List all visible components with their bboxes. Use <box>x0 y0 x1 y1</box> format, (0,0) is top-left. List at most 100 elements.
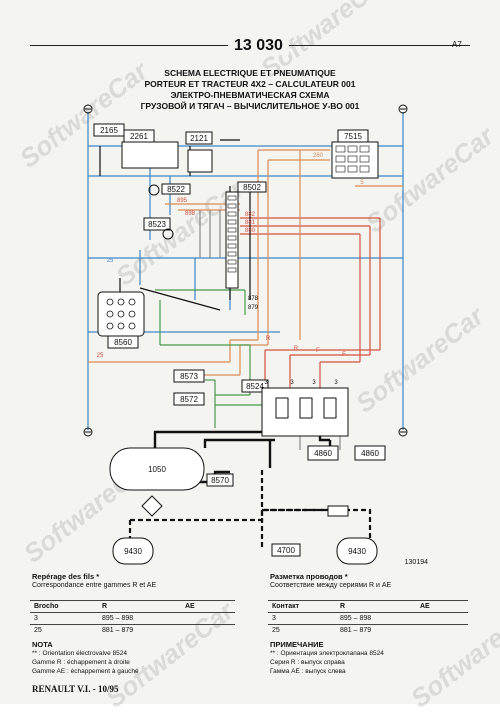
left-note-heading: NOTA <box>32 640 53 649</box>
title-line-1: SCHEMA ELECTRIQUE ET PNEUMATIQUE <box>164 68 336 78</box>
left-table-title: Repérage des fils * <box>32 572 100 581</box>
right-note-line: Серия R : выпуск справа <box>270 659 345 666</box>
label-8524: 8524 <box>246 382 264 391</box>
red-wiring <box>240 217 381 398</box>
wire-label: F <box>316 348 320 354</box>
table-cell: 3 <box>268 612 336 625</box>
left-wire-table: Brocho R AE 3 895 – 898 25 881 – 879 <box>30 600 235 636</box>
component-4860-b <box>354 445 386 461</box>
component-8523 <box>143 217 171 231</box>
wire-label: 881 <box>245 220 256 226</box>
table-cell: 3 <box>30 612 98 625</box>
component-8570 <box>206 473 234 487</box>
title-line-2: PORTEUR ET TRACTEUR 4X2 – CALCULATEUR 00… <box>144 79 356 89</box>
left-note-line: Gamme AE : échappement à gauche <box>32 668 139 675</box>
column-header: Контакт <box>268 600 336 613</box>
label-9430-left: 9430 <box>124 547 142 556</box>
wire-label: R <box>294 346 299 352</box>
switch-block <box>187 149 213 173</box>
label-8560: 8560 <box>114 338 132 347</box>
component-2121 <box>185 131 213 145</box>
title-line-4: ГРУЗОВОЙ И ТЯГАЧ – ВЫЧИСЛИТЕЛЬНОЕ У-ВО 0… <box>140 101 360 111</box>
blue-wiring <box>87 112 404 430</box>
right-note-heading: ПРИМЕЧАНИЕ <box>270 640 324 649</box>
brake-chamber-left <box>112 537 154 565</box>
table-row: 3 895 – 898 <box>268 612 468 625</box>
wire-label: 879 <box>248 305 259 311</box>
ground-symbols <box>83 104 408 437</box>
title-line-3: ЭЛЕКТРО-ПНЕВМАТИЧЕСКАЯ СХЕМА <box>170 90 330 100</box>
label-9430-right: 9430 <box>348 547 366 556</box>
table-header-row: Brocho R AE <box>30 600 235 613</box>
component-4860-a <box>307 445 339 461</box>
label-2165: 2165 <box>100 126 118 135</box>
wire-label: 3 <box>334 380 338 386</box>
table-row: 25 881 – 879 <box>268 624 468 636</box>
left-table-subtitle: Correspondance entre gammes R et AE <box>32 582 157 589</box>
label-1050: 1050 <box>148 465 166 474</box>
valve-internals <box>275 397 337 419</box>
label-8573: 8573 <box>180 372 198 381</box>
wire-label: 878 <box>248 296 259 302</box>
label-2121: 2121 <box>190 134 208 143</box>
table-cell: 881 – 879 <box>336 624 416 636</box>
table-row: 3 895 – 898 <box>30 612 235 625</box>
column-header: AE <box>416 600 468 613</box>
component-8502 <box>237 181 267 193</box>
wire-label: 25 <box>97 353 104 359</box>
component-8572 <box>173 392 205 406</box>
wire-label: 5 <box>360 180 364 186</box>
label-8572: 8572 <box>180 395 198 404</box>
table-row: 25 881 – 879 <box>30 624 235 636</box>
column-header: Brocho <box>30 600 98 613</box>
wire-label: 895 <box>177 198 188 204</box>
wire-label: F <box>342 352 346 358</box>
component-8522 <box>161 183 191 195</box>
component-8560 <box>107 335 139 349</box>
drawing-reference: 130194 <box>405 559 428 566</box>
table-cell: 25 <box>30 624 98 636</box>
wire-label: 3 <box>290 380 294 386</box>
table-cell: 881 – 879 <box>98 624 181 636</box>
left-note-line: ** : Orientation électrovalve 8524 <box>32 650 128 657</box>
connector-pins <box>106 298 136 330</box>
label-8522: 8522 <box>167 185 185 194</box>
label-8502: 8502 <box>243 183 261 192</box>
corner-ref: A7 <box>452 40 462 49</box>
table-cell <box>416 624 468 636</box>
right-table-subtitle: Соответствие между сериями R и AE <box>270 582 392 589</box>
table-cell: 895 – 898 <box>336 612 416 625</box>
label-4700: 4700 <box>277 546 295 555</box>
label-8570: 8570 <box>211 476 229 485</box>
table-cell: 25 <box>268 624 336 636</box>
right-note-line: Гамма AE : выпуск слева <box>270 668 346 675</box>
wire-label: 25 <box>107 258 114 264</box>
table-cell <box>181 624 235 636</box>
table-cell <box>181 612 235 625</box>
right-note-line: ** : Ориентация электроклапана 8524 <box>270 650 384 657</box>
component-8573 <box>173 369 205 383</box>
column-header: R <box>98 600 181 613</box>
label-4860-b: 4860 <box>361 449 379 458</box>
table-header-row: Контакт R AE <box>268 600 468 613</box>
right-table-title: Разметка проводов * <box>270 572 348 581</box>
brake-chamber-right <box>336 537 378 565</box>
air-tank <box>109 447 205 491</box>
air-filter <box>141 495 163 517</box>
wire-label: R <box>266 336 271 342</box>
footer-brand: RENAULT V.I. - 10/95 <box>32 684 119 694</box>
component-4700 <box>271 543 301 557</box>
label-7515: 7515 <box>344 132 362 141</box>
left-note-line: Gamme R : échappement à droite <box>32 659 130 666</box>
column-header: AE <box>181 600 235 613</box>
wire-label: 3 <box>264 380 268 386</box>
column-header: R <box>336 600 416 613</box>
ecu-pins <box>227 145 370 273</box>
wire-label: 882 <box>245 212 256 218</box>
label-4860-a: 4860 <box>314 449 332 458</box>
label-8523: 8523 <box>148 220 166 229</box>
right-wire-table: Контакт R AE 3 895 – 898 25 881 – 879 <box>268 600 468 636</box>
wire-label: 3 <box>312 380 316 386</box>
